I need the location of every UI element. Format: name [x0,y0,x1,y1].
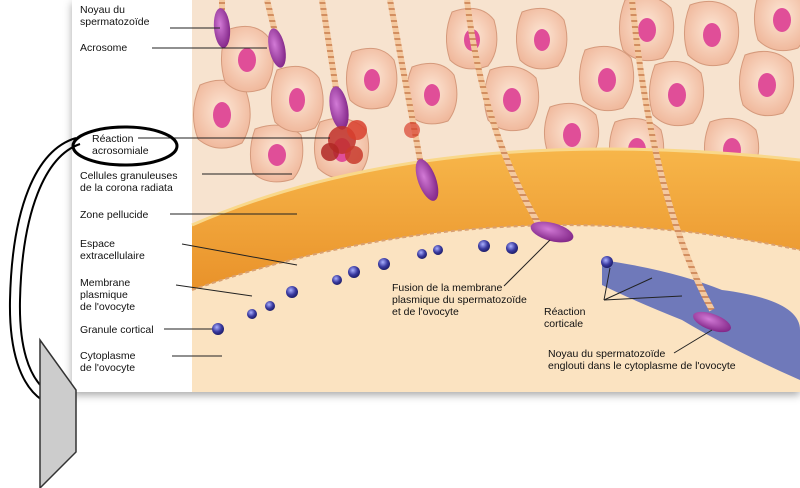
label-espace-extracellulaire: Espace extracellulaire [80,238,145,262]
fertilization-diagram: Noyau du spermatozoïde Acrosome Réaction… [72,0,800,392]
label-cellules-granuleuses: Cellules granuleuses de la corona radiat… [80,170,177,194]
label-fusion-membrane: Fusion de la membrane plasmique du sperm… [392,282,527,318]
label-noyau-spermatozoide: Noyau du spermatozoïde [80,4,149,28]
label-cytoplasme: Cytoplasme de l'ovocyte [80,350,135,374]
label-reaction-acrosomiale: Réaction acrosomiale [92,133,149,157]
label-noyau-englouti: Noyau du spermatozoïde englouti dans le … [548,348,736,372]
label-granule-cortical: Granule cortical [80,324,154,336]
label-zone-pellucide: Zone pellucide [80,209,148,221]
arrow-head-icon [40,340,76,488]
label-acrosome: Acrosome [80,42,127,54]
fertilization-illustration [72,0,800,392]
curved-arrow-line-inner [20,144,80,392]
label-membrane-plasmique: Membrane plasmique de l'ovocyte [80,277,135,313]
curved-arrow-line-outer [10,138,76,400]
label-reaction-corticale: Réaction corticale [544,306,585,330]
